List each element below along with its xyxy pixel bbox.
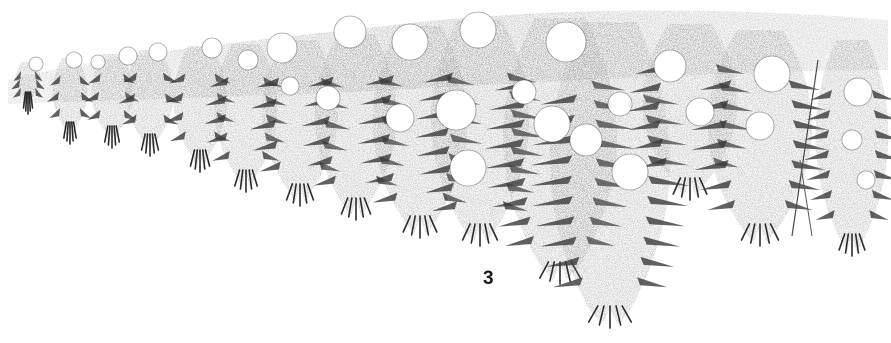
lobe-shape xyxy=(29,57,43,71)
lobe-shape xyxy=(746,112,774,140)
lobe-shape xyxy=(612,154,648,190)
lobe-shape xyxy=(754,56,790,92)
lobe-shape xyxy=(857,171,875,189)
figure-label: 3 xyxy=(483,269,494,288)
lobe-shape xyxy=(392,24,428,60)
lobe-shape xyxy=(686,98,714,126)
lobe-shape xyxy=(534,106,570,142)
lobe-shape xyxy=(281,77,299,95)
lobe-shape xyxy=(267,33,297,63)
lobe-shape xyxy=(842,130,862,150)
lobe-shape xyxy=(450,150,486,186)
lobe-shape xyxy=(546,22,586,62)
lobe-shape xyxy=(512,80,536,104)
lobe-shape xyxy=(570,124,602,156)
lobe-shape xyxy=(238,50,258,70)
lobe-shape xyxy=(436,90,476,130)
lobe-shape xyxy=(654,50,686,82)
frond-silhouette-group xyxy=(8,10,891,328)
lobe-shape xyxy=(66,52,82,68)
lobe-shape xyxy=(119,47,137,65)
lobe-shape xyxy=(91,55,105,69)
lobe-shape xyxy=(149,43,167,61)
lobe-shape xyxy=(202,38,222,58)
lobe-shape xyxy=(608,92,632,116)
lobe-shape xyxy=(334,16,366,48)
lobe-shape xyxy=(844,78,872,106)
lobe-shape xyxy=(460,12,496,48)
lobe-shape xyxy=(386,104,414,132)
lobe-shape xyxy=(316,86,340,110)
